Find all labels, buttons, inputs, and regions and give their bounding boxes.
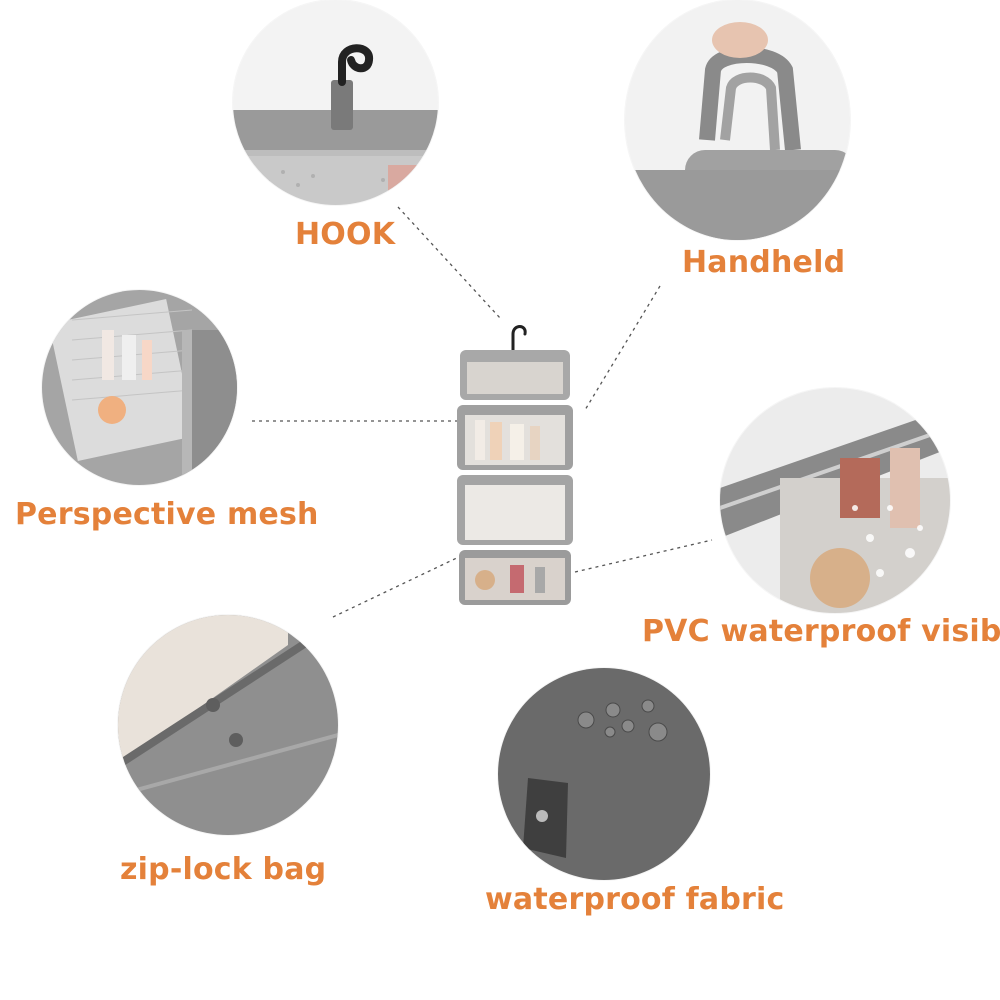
- pvc-label: PVC waterproof visible: [642, 614, 1000, 649]
- pvc-photo: [720, 388, 950, 613]
- fabric-label: waterproof fabric: [485, 882, 785, 917]
- water-beads-icon: [577, 699, 668, 742]
- ziplock-photo: [118, 615, 338, 835]
- hook-icon: [338, 44, 373, 86]
- hook-label: HOOK: [295, 217, 396, 252]
- fabric-photo: [498, 668, 710, 880]
- zip-icon: [118, 631, 321, 769]
- connector-handheld: [584, 285, 661, 411]
- center-hook-icon: [511, 325, 527, 352]
- mesh-label: Perspective mesh: [15, 497, 319, 532]
- handheld-photo: [625, 0, 850, 240]
- connector-hook: [397, 206, 501, 319]
- hanging-toiletry-bag: [457, 325, 573, 605]
- connector-pvc: [574, 539, 713, 573]
- mesh-photo: [42, 290, 237, 485]
- ziplock-label: zip-lock bag: [120, 852, 327, 887]
- connector-ziplock: [332, 554, 464, 618]
- handheld-label: Handheld: [682, 245, 846, 280]
- hook-photo: [233, 0, 438, 205]
- droplet-icon: [852, 505, 923, 577]
